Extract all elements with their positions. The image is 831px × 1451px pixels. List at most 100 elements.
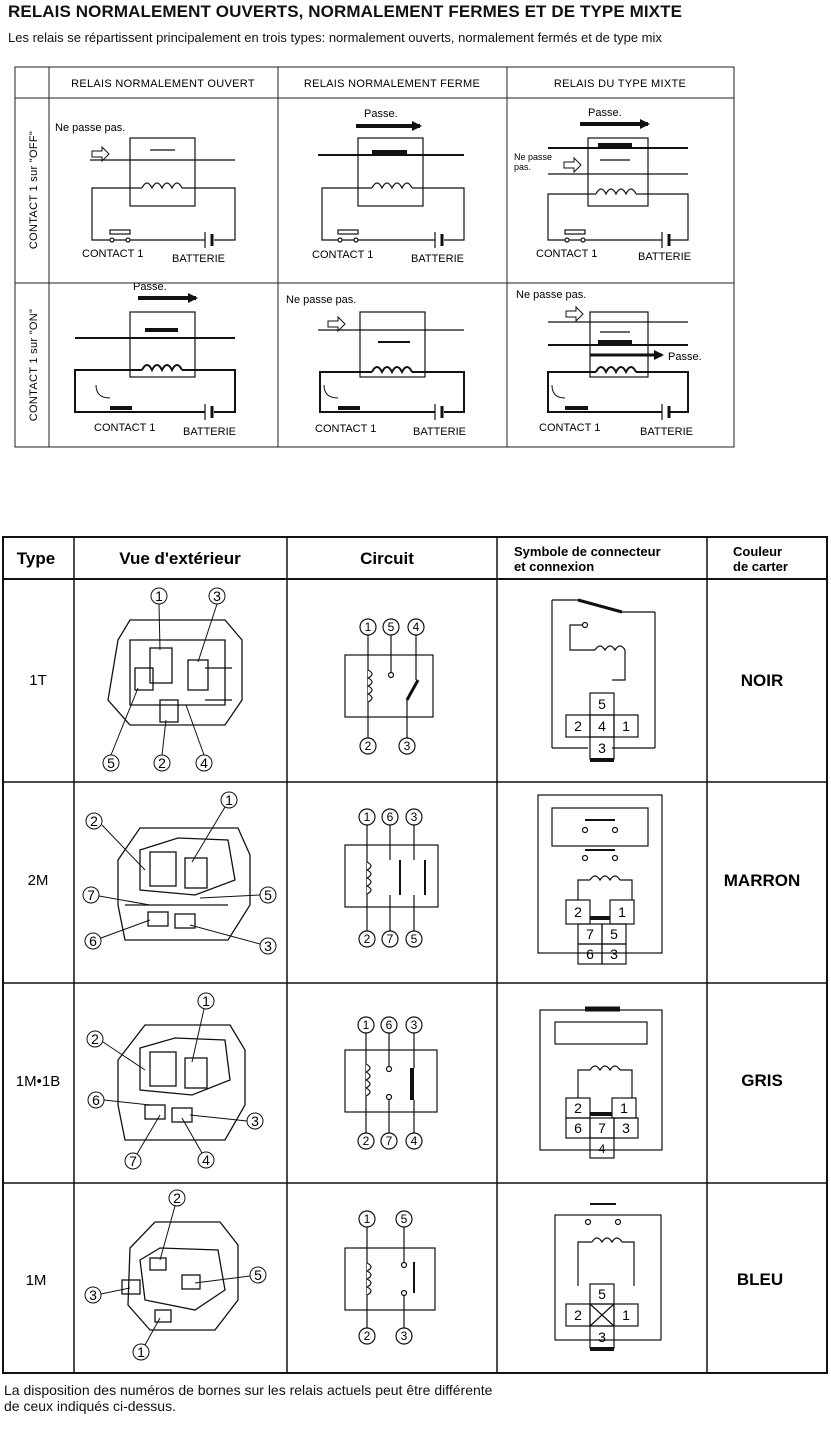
label-passe-d: Passe. xyxy=(133,281,167,293)
label-passe-b: Passe. xyxy=(364,108,398,120)
col-header-normally-open: RELAIS NORMALEMENT OUVERT xyxy=(71,78,255,90)
circ-2m-t1: 1 xyxy=(364,810,371,824)
header-circuit: Circuit xyxy=(360,549,414,568)
view-term-1t-c: 5 xyxy=(107,755,115,771)
conn-1m1b-f: 4 xyxy=(599,1142,606,1156)
label-ne-passe-pas-e: Ne passe pas. xyxy=(286,294,356,306)
conn-2m-a: 2 xyxy=(574,904,582,920)
circ-2m-t3: 3 xyxy=(411,810,418,824)
circ-1m-b1: 2 xyxy=(364,1329,371,1343)
conn-1t-d: 1 xyxy=(622,718,630,734)
view-term-2m-f: 3 xyxy=(264,938,272,954)
header-vue: Vue d'extérieur xyxy=(119,549,241,568)
label-ne-passe-c1: Ne passe xyxy=(514,152,552,162)
view-term-2m-c: 7 xyxy=(87,887,95,903)
view-term-2m-a: 2 xyxy=(90,813,98,829)
view-term-2m-e: 6 xyxy=(89,933,97,949)
conn-1t-e: 3 xyxy=(598,740,606,756)
view-term-2m-d: 5 xyxy=(264,887,272,903)
row-type-1m: 1M xyxy=(26,1272,47,1289)
label-passe-f: Passe. xyxy=(668,351,702,363)
conn-1m-d: 3 xyxy=(598,1329,606,1345)
row-type-1m1b: 1M•1B xyxy=(16,1073,60,1090)
footer-note: La disposition des numéros de bornes sur… xyxy=(4,1382,492,1414)
circ-2m-b2: 7 xyxy=(387,932,394,946)
label-batterie-c: BATTERIE xyxy=(638,251,691,263)
view-term-1m-a: 2 xyxy=(173,1190,181,1206)
view-term-1m1b-a: 2 xyxy=(91,1031,99,1047)
diagram-nc-on xyxy=(318,311,465,420)
circ-1m1b-b1: 2 xyxy=(363,1134,370,1148)
header-type: Type xyxy=(17,549,55,568)
conn-2m-b: 1 xyxy=(618,904,626,920)
connector-2m xyxy=(537,794,663,965)
header-couleur-1: Couleur xyxy=(733,544,782,559)
label-batterie-b: BATTERIE xyxy=(411,253,464,265)
circ-1t-t2: 5 xyxy=(388,620,395,634)
circ-2m-b3: 5 xyxy=(411,932,418,946)
row-header-off: CONTACT 1 sur "OFF" xyxy=(28,131,40,249)
row-header-on: CONTACT 1 sur "ON" xyxy=(28,309,40,421)
diagram-mixed-on xyxy=(547,305,689,420)
conn-1t-c: 4 xyxy=(598,718,606,734)
view-term-1t-b: 3 xyxy=(213,588,221,604)
view-term-1t-e: 4 xyxy=(200,755,208,771)
conn-1m-b: 2 xyxy=(574,1307,582,1323)
conn-1m1b-c: 6 xyxy=(574,1120,582,1136)
circuit-2m xyxy=(344,808,439,948)
row-type-2m: 2M xyxy=(28,872,49,889)
row-type-1t: 1T xyxy=(29,672,47,689)
label-batterie-e: BATTERIE xyxy=(413,426,466,438)
label-ne-passe-pas-f: Ne passe pas. xyxy=(516,289,586,301)
label-ne-passe-c2: pas. xyxy=(514,162,531,172)
conn-1m1b-b: 1 xyxy=(620,1100,628,1116)
label-contact-d: CONTACT 1 xyxy=(94,422,155,434)
exterior-terminals-1t xyxy=(102,587,226,772)
conn-2m-e: 6 xyxy=(586,946,594,962)
exterior-terminals-1m xyxy=(84,1189,267,1361)
circ-1t-b1: 2 xyxy=(365,739,372,753)
label-contact-a: CONTACT 1 xyxy=(82,248,143,260)
conn-1m1b-d: 7 xyxy=(598,1120,606,1136)
conn-2m-f: 3 xyxy=(610,946,618,962)
circ-1m1b-t3: 3 xyxy=(411,1018,418,1032)
view-term-1t-a: 1 xyxy=(155,588,163,604)
conn-2m-c: 7 xyxy=(586,926,594,942)
exterior-view-1t xyxy=(107,619,243,726)
view-term-1m1b-d: 3 xyxy=(251,1113,259,1129)
view-term-1t-d: 2 xyxy=(158,755,166,771)
exterior-view-1m xyxy=(121,1221,239,1331)
connector-1t xyxy=(551,598,656,762)
view-term-1m-c: 3 xyxy=(89,1287,97,1303)
label-contact-b: CONTACT 1 xyxy=(312,249,373,261)
conn-1t-b: 2 xyxy=(574,718,582,734)
view-term-2m-b: 1 xyxy=(225,792,233,808)
circuit-1m xyxy=(344,1210,436,1345)
circ-1t-t1: 1 xyxy=(365,620,372,634)
diagram-no-on xyxy=(74,293,236,420)
relay-catalog-table: Type Vue d'extérieur Circuit Symbole de … xyxy=(2,536,828,1374)
view-term-1m1b-e: 7 xyxy=(129,1153,137,1169)
circuit-1t xyxy=(344,618,434,755)
label-contact-e: CONTACT 1 xyxy=(315,423,376,435)
exterior-terminals-1m1b xyxy=(86,992,264,1170)
conn-1t-a: 5 xyxy=(598,696,606,712)
circ-2m-t2: 6 xyxy=(387,810,394,824)
label-ne-passe-pas-a: Ne passe pas. xyxy=(55,122,125,134)
header-couleur-2: de carter xyxy=(733,559,788,574)
row-color-marron: MARRON xyxy=(724,871,801,890)
col-header-mixed: RELAIS DU TYPE MIXTE xyxy=(554,78,686,90)
view-term-1m1b-c: 6 xyxy=(92,1092,100,1108)
circ-1m-t2: 5 xyxy=(401,1212,408,1226)
conn-2m-d: 5 xyxy=(610,926,618,942)
exterior-terminals-2m xyxy=(82,791,277,955)
circuit-1m1b xyxy=(344,1016,438,1150)
conn-1m1b-a: 2 xyxy=(574,1100,582,1116)
footer-line-1: La disposition des numéros de bornes sur… xyxy=(4,1382,493,1398)
connector-1m1b xyxy=(539,1006,663,1159)
view-term-1m-b: 5 xyxy=(254,1267,262,1283)
conn-1m1b-e: 3 xyxy=(622,1120,630,1136)
circ-1m1b-t1: 1 xyxy=(363,1018,370,1032)
label-passe-c: Passe. xyxy=(588,107,622,119)
row-color-bleu: BLEU xyxy=(737,1270,783,1289)
